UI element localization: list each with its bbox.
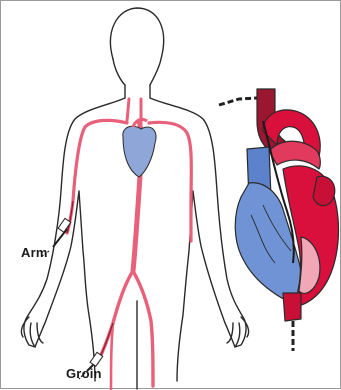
left-carotid (127, 99, 129, 121)
head-outline (110, 8, 163, 85)
left-iliac-artery (97, 271, 133, 363)
arm-label: Arm (21, 245, 48, 260)
large-heart (219, 89, 339, 351)
catheter-top (219, 98, 257, 105)
head-left-jaw (113, 59, 125, 85)
groin-label: Groin (66, 366, 102, 381)
body-outline (21, 8, 248, 389)
inferior-vena-cava (283, 293, 301, 321)
small-heart (123, 119, 156, 177)
left-femoral-artery (111, 323, 113, 389)
left-atrium (313, 176, 335, 205)
right-iliac-artery (133, 271, 153, 386)
